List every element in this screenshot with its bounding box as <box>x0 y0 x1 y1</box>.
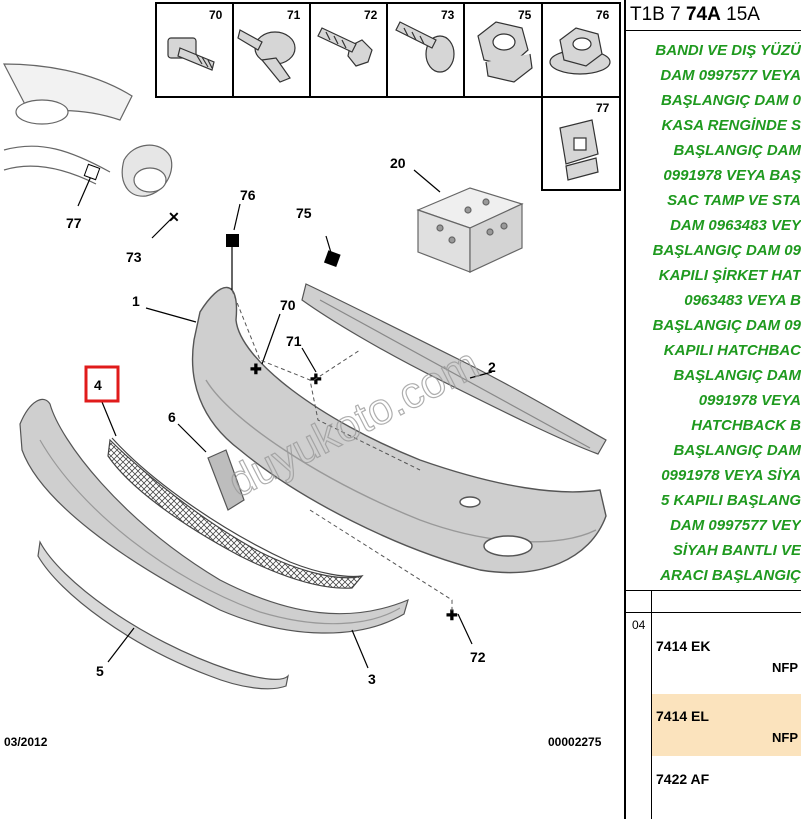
callout-75: 75 <box>296 205 312 221</box>
callout-3: 3 <box>368 671 376 687</box>
fastener-label-70: 70 <box>209 8 223 22</box>
lower-spoiler <box>19 398 409 634</box>
callout-71: 71 <box>286 333 302 349</box>
fastener-label-76: 76 <box>596 8 610 22</box>
description-line: DAM 0997577 VEYA <box>660 67 801 84</box>
description-line: BAŞLANGIÇ DAM 09 <box>652 317 801 334</box>
header-part3: 15A <box>726 4 760 25</box>
part-reference: 7422 AF <box>656 771 710 787</box>
description-line: 0991978 VEYA <box>698 392 801 409</box>
push-clip-icon <box>167 37 215 71</box>
reference-sketch <box>3 63 173 197</box>
fastener-label-71: 71 <box>287 8 301 22</box>
description-line: BANDI VE DIŞ YÜZÜ <box>655 42 801 59</box>
part-status: NFP <box>772 660 798 675</box>
fastener-kit-box <box>416 187 524 273</box>
fastener-marker-72: ✚ <box>446 607 458 623</box>
highlight-frame <box>84 365 120 403</box>
diagram-date: 03/2012 <box>4 735 48 749</box>
description-line: BAŞLANGIÇ DAM <box>673 142 801 159</box>
description-line: BAŞLANGIÇ DAM <box>673 442 801 459</box>
callout-5: 5 <box>96 663 104 679</box>
table-divider-top <box>626 590 801 591</box>
table-divider-header <box>626 612 801 613</box>
header-part1: T1B 7 <box>630 4 681 25</box>
table-row-highlighted[interactable]: 7414 EL NFP <box>652 694 801 756</box>
fastener-label-73: 73 <box>441 8 455 22</box>
description-line: DAM 0997577 VEY <box>670 517 801 534</box>
fastener-marker-70: ✚ <box>250 361 262 377</box>
part-reference: 7414 EL <box>656 708 709 724</box>
table-row[interactable]: 7422 AF <box>652 757 801 819</box>
fastener-label-75: 75 <box>518 8 532 22</box>
lower-grille <box>107 437 364 589</box>
description-line: BAŞLANGIÇ DAM 09 <box>652 242 801 259</box>
hex-bolt-icon <box>317 27 373 67</box>
fastener-legend <box>155 2 621 191</box>
callout-6: 6 <box>168 409 176 425</box>
description-line: 0991978 VEYA SİYA <box>661 467 801 484</box>
fastener-marker-75 <box>323 250 341 267</box>
trim-strip <box>37 540 289 690</box>
callout-1: 1 <box>132 293 140 309</box>
callout-73: 73 <box>126 249 142 265</box>
fastener-label-77: 77 <box>596 101 610 115</box>
description-line: SAC TAMP VE STA <box>667 192 801 209</box>
description-line: DAM 0963483 VEY <box>670 217 801 234</box>
reference-header: T1B 7 74A 15A <box>626 0 801 30</box>
description-line: 0991978 VEYA BAŞ <box>663 167 801 184</box>
fastener-marker-73: ✕ <box>168 209 180 225</box>
callout-20: 20 <box>390 155 406 171</box>
diagram-svg: 70 71 72 73 75 76 77 <box>3 2 621 749</box>
description-line: ARACI BAŞLANGIÇ <box>660 567 801 584</box>
table-code: 04 <box>632 618 646 632</box>
fastener-marker-76 <box>226 234 239 247</box>
description-list: BANDI VE DIŞ YÜZÜ DAM 0997577 VEYA BAŞLANG… <box>626 38 801 588</box>
description-line: SİYAH BANTLI VE <box>672 542 801 559</box>
description-line: KAPILI ŞİRKET HAT <box>658 267 801 284</box>
parts-info-panel: T1B 7 74A 15A BANDI VE DIŞ YÜZÜ DAM 09975… <box>624 0 801 819</box>
callout-76: 76 <box>240 187 256 203</box>
description-line: 0963483 VEYA B <box>684 292 801 309</box>
description-line: 5 KAPILI BAŞLANG <box>660 492 801 509</box>
callout-4: 4 <box>94 377 102 393</box>
bumper-absorber-beam <box>301 283 607 455</box>
exploded-parts-diagram: 70 71 72 73 75 76 77 <box>3 2 621 749</box>
flange-bolt-icon <box>395 21 455 73</box>
bumper-bracket <box>207 449 245 511</box>
drawing-number: 00002275 <box>548 735 602 749</box>
table-row[interactable]: 7414 EK NFP <box>652 624 801 686</box>
description-line: HATCHBACK B <box>691 417 801 434</box>
callout-72: 72 <box>470 649 486 665</box>
callout-2: 2 <box>488 359 496 375</box>
flange-nut-icon <box>549 27 611 75</box>
part-reference: 7414 EK <box>656 638 711 654</box>
part-status: NFP <box>772 730 798 745</box>
speed-nut-icon <box>559 119 599 181</box>
header-part2: 74A <box>685 4 721 25</box>
callout-77: 77 <box>66 215 82 231</box>
description-line: KASA RENGİNDE S <box>661 117 801 134</box>
callout-70: 70 <box>280 297 296 313</box>
fastener-label-72: 72 <box>364 8 378 22</box>
trim-rivet-icon <box>237 29 296 83</box>
description-line: KAPILI HATCHBAC <box>663 342 801 359</box>
table-column-divider <box>651 590 652 819</box>
hex-nut-icon <box>477 21 533 83</box>
header-divider <box>626 30 801 31</box>
front-bumper-cover <box>191 286 607 574</box>
description-line: BAŞLANGIÇ DAM 0 <box>660 92 801 109</box>
description-line: BAŞLANGIÇ DAM <box>673 367 801 384</box>
